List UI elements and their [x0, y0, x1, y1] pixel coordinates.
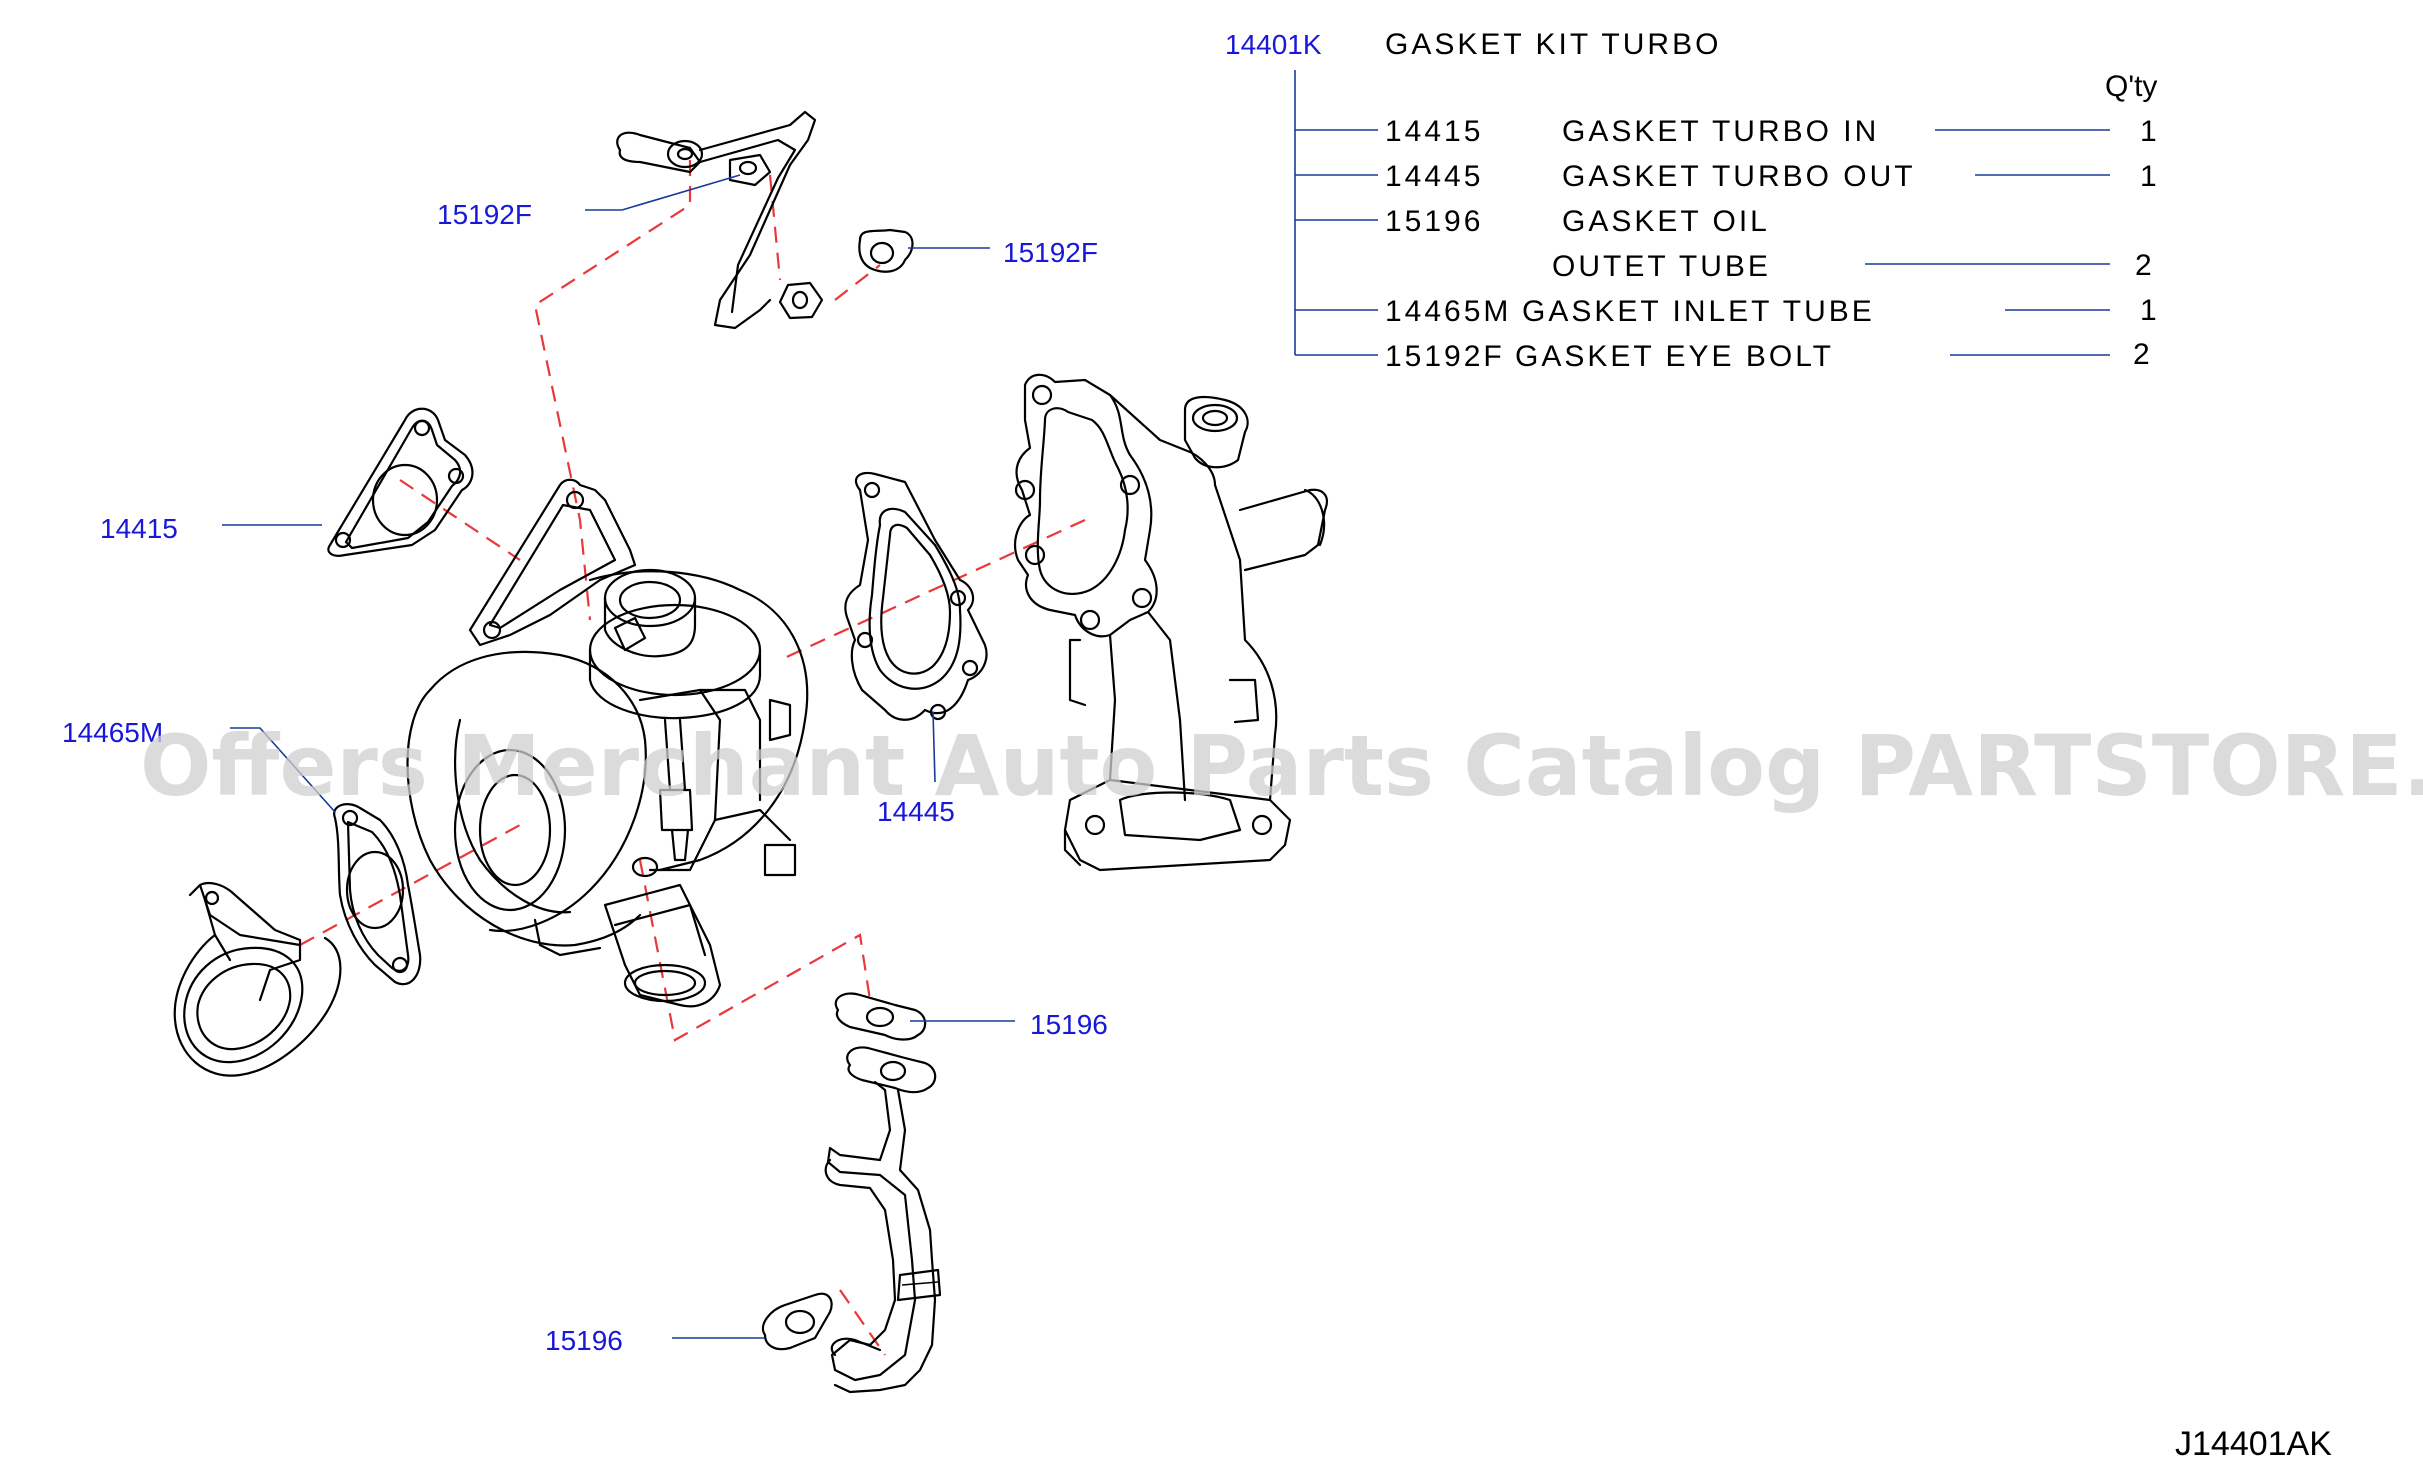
callouts: 15192F 15192F 14415 14465M 14445 15196 1…	[62, 174, 1108, 1356]
item-name-2: GASKET TURBO OUT	[1562, 160, 1916, 193]
kit-number[interactable]: 14401K	[1225, 29, 1322, 60]
oil-gasket-upper	[834, 992, 927, 1041]
item-name-1: GASKET TURBO IN	[1562, 115, 1879, 148]
gasket-inlet-tube	[333, 803, 422, 986]
callout-turbo-in[interactable]: 14415	[100, 513, 178, 544]
item-number-1[interactable]: 14415	[1385, 115, 1483, 148]
callout-turbo-out[interactable]: 14445	[877, 796, 955, 827]
item-name-4: GASKET INLET TUBE	[1522, 295, 1875, 328]
inlet-elbow	[173, 881, 342, 1077]
oil-return-tube	[824, 1046, 942, 1394]
oil-feed-tube	[616, 110, 824, 330]
item-number-4[interactable]: 14465M	[1385, 295, 1511, 328]
item-name-5: GASKET EYE BOLT	[1515, 340, 1834, 373]
item-qty-2: 1	[2140, 160, 2157, 193]
item-qty-3: 2	[2135, 249, 2152, 282]
item-number-2[interactable]: 14445	[1385, 160, 1483, 193]
item-qty-1: 1	[2140, 115, 2157, 148]
item-qty-4: 1	[2140, 294, 2157, 327]
gasket-turbo-in	[327, 407, 474, 557]
item-qty-5: 2	[2133, 338, 2150, 371]
callout-eye-bolt-right[interactable]: 15192F	[1003, 237, 1098, 268]
callout-eye-bolt-left[interactable]: 15192F	[437, 199, 532, 230]
leader-eye-bolt-left-angle	[621, 174, 741, 211]
kit-name: GASKET KIT TURBO	[1385, 28, 1721, 61]
leader-turbo-out	[932, 711, 936, 783]
item-number-3[interactable]: 15196	[1385, 205, 1483, 238]
callout-oil-lower[interactable]: 15196	[545, 1325, 623, 1356]
oil-gasket-lower	[761, 1292, 833, 1351]
diagram-code: J14401AK	[2175, 1425, 2332, 1463]
qty-header: Q'ty	[2105, 70, 2157, 103]
item-name-3b: OUTET TUBE	[1552, 250, 1771, 283]
leader-inlet-tube	[230, 727, 336, 813]
item-number-5[interactable]: 15192F	[1385, 340, 1505, 373]
item-name-3: GASKET OIL	[1562, 205, 1770, 238]
callout-oil-upper[interactable]: 15196	[1030, 1009, 1108, 1040]
parts-list: 14401K GASKET KIT TURBO Q'ty 14415 GASKE…	[1225, 28, 2157, 373]
callout-inlet-tube[interactable]: 14465M	[62, 717, 163, 748]
gasket-turbo-out	[844, 471, 988, 721]
turbocharger	[406, 478, 809, 1008]
exhaust-outlet-elbow	[1013, 373, 1328, 872]
watermark-text: Offers Merchant Auto Parts Catalog PARTS…	[140, 717, 2423, 815]
eye-bolt-gasket-right	[858, 228, 914, 273]
